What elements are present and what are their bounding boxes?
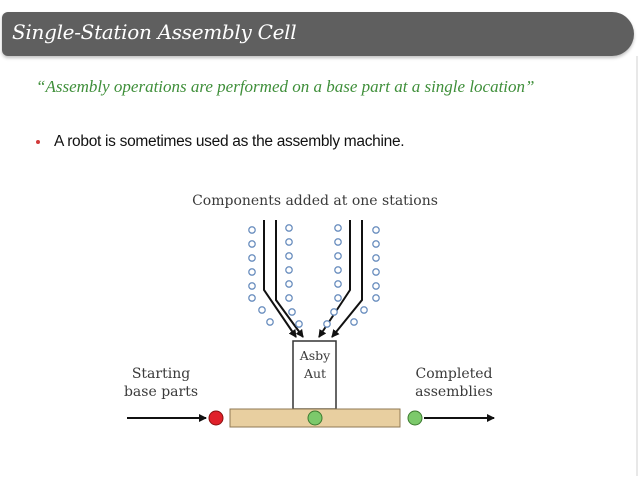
component-parts <box>248 224 380 328</box>
start-part-icon <box>208 410 224 426</box>
feed-line-4 <box>331 220 363 338</box>
finished-part-icon <box>407 410 423 426</box>
assembly-machine <box>292 340 337 410</box>
feed-line-1 <box>263 220 297 338</box>
right-label-line2: assemblies <box>415 384 493 400</box>
left-label-line1: Starting <box>132 366 190 382</box>
feed-lines <box>263 220 363 338</box>
components-label: Components added at one stations <box>192 193 438 209</box>
slide-edge-divider <box>636 56 638 476</box>
machine-label-line1: Asby <box>299 348 331 363</box>
slide-quote: “Assembly operations are performed on a … <box>36 77 535 96</box>
title-bar: Single-Station Assembly Cell <box>2 12 634 56</box>
station-part-icon <box>307 410 323 426</box>
bullet-icon <box>36 140 40 144</box>
right-label-line1: Completed <box>415 366 492 382</box>
bullet-item: A robot is sometimes used as the assembl… <box>36 133 405 151</box>
feed-line-2 <box>275 220 304 338</box>
slide-title: Single-Station Assembly Cell <box>12 20 297 44</box>
left-label-line2: base parts <box>124 384 198 400</box>
bullet-text: A robot is sometimes used as the assembl… <box>54 133 405 150</box>
machine-label-line2: Aut <box>303 366 326 381</box>
